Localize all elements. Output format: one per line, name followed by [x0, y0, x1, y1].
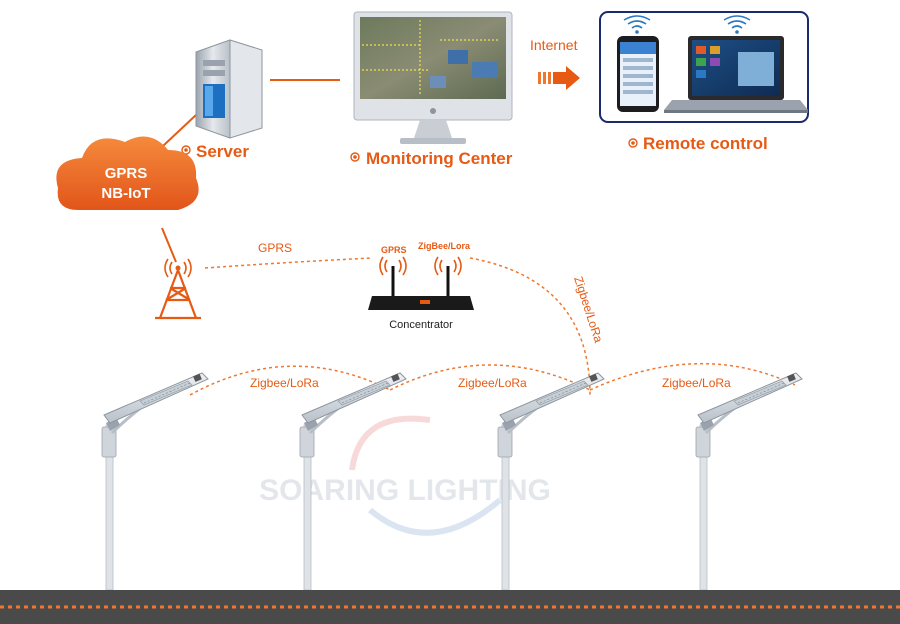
concentrator-gprs-label: GPRS [381, 245, 407, 255]
internet-label: Internet [530, 37, 578, 53]
router-icon [368, 266, 474, 310]
radio-tower-icon [155, 258, 201, 320]
lamp-link-label-3: Zigbee/LoRa [662, 376, 731, 390]
gprs-link-label: GPRS [258, 241, 292, 255]
remote-control-label: Remote control [643, 134, 768, 153]
solar-street-light-icon [694, 371, 804, 592]
concentrator-zigbee-label: ZigBee/Lora [418, 241, 471, 251]
cloud-label-line2: NB-IoT [101, 185, 150, 202]
concentrator-label: Concentrator [389, 319, 453, 331]
concentrator-node: GPRS ZigBee/Lora Concentrator [368, 241, 474, 331]
lamp-link-1-2 [189, 365, 391, 396]
cloud-label-line1: GPRS [105, 165, 148, 182]
remote-control-node: Remote control [599, 11, 809, 153]
laptop-icon [664, 36, 808, 113]
lamp-link-3-4 [589, 362, 796, 391]
road [0, 590, 900, 624]
tower-concentrator-link [204, 257, 373, 269]
server-tower-icon [195, 39, 263, 139]
desktop-monitor-icon [353, 11, 513, 144]
solar-street-light-icon [100, 371, 210, 592]
server-node: Server [181, 39, 263, 161]
monitoring-center-label: Monitoring Center [366, 149, 513, 168]
lamp-link-label-1: Zigbee/LoRa [250, 376, 319, 390]
cloud-tower-link [161, 227, 177, 263]
server-label: Server [196, 142, 249, 161]
concentrator-lamps-link [469, 257, 591, 396]
lamp-link-label-2: Zigbee/LoRa [458, 376, 527, 390]
lamp-link-2-3 [389, 364, 591, 391]
monitoring-center-node: Monitoring Center [350, 11, 513, 168]
internet-arrow: Internet [530, 37, 580, 90]
smartphone-icon [617, 36, 659, 112]
zigbee-lora-vertical-label: Zigbee/LoRa [571, 275, 606, 345]
gprs-cloud: GPRS NB-IoT [56, 136, 199, 210]
